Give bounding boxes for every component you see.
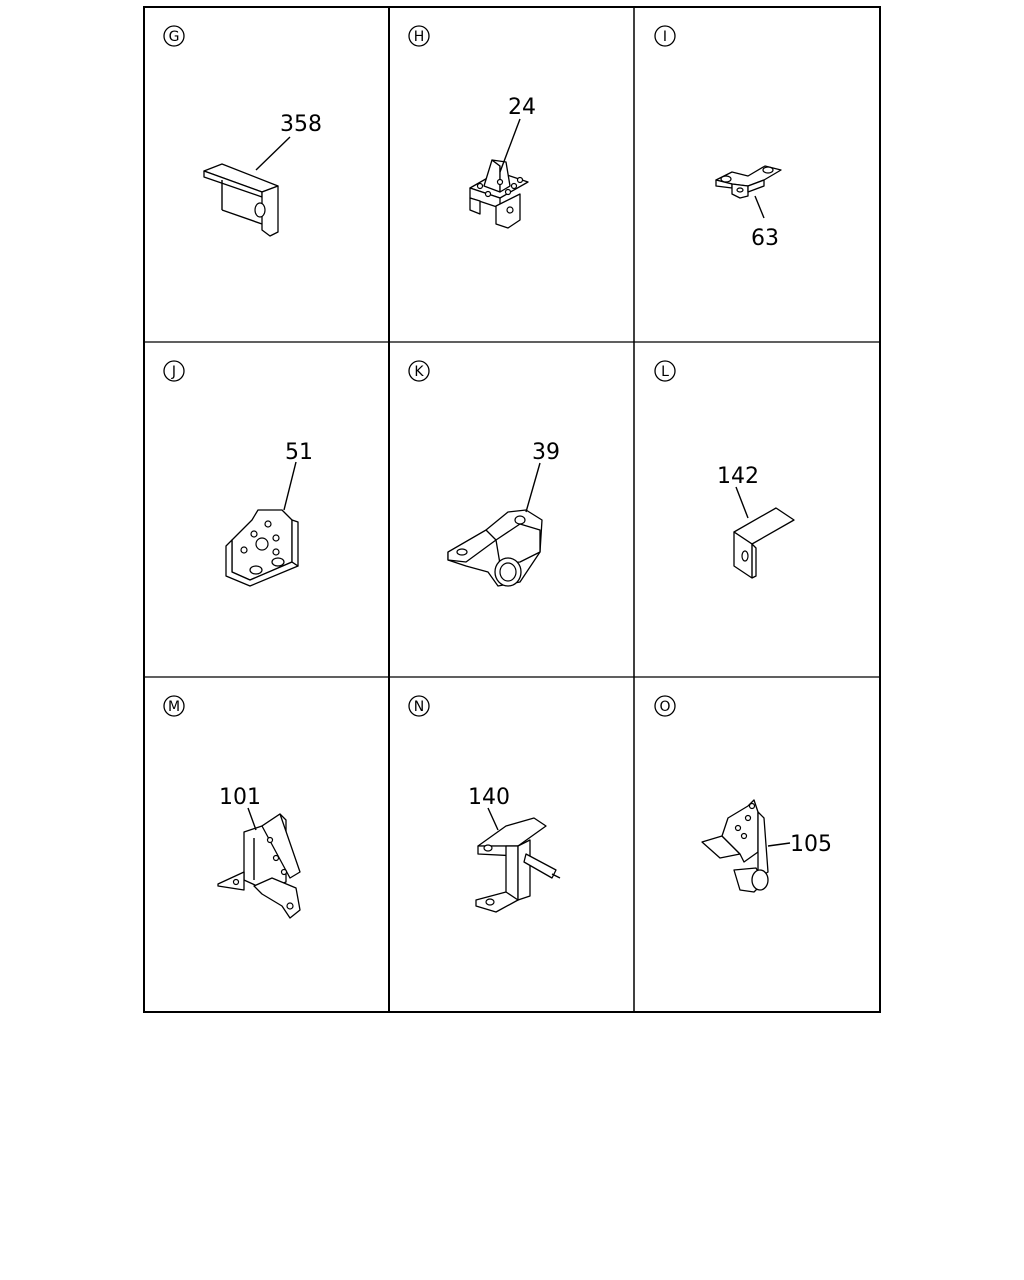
bracket-51-drawing: [225, 509, 299, 587]
panel-i: I 63: [654, 25, 782, 251]
panel-n: N 140: [408, 695, 561, 913]
panel-g: G 358: [163, 25, 322, 237]
part-number-101: 101: [219, 785, 261, 810]
leader-line-51: [283, 461, 297, 511]
panel-g-letter: G: [169, 29, 180, 45]
leader-line-39: [525, 462, 541, 513]
panel-o-letter-badge: O: [654, 695, 676, 717]
grid-frame: [143, 6, 881, 1013]
panel-h: H 24: [408, 25, 536, 229]
leader-line-101: [247, 807, 257, 831]
panel-j: J 51: [163, 360, 313, 587]
panel-k-letter-badge: K: [408, 360, 430, 382]
panel-n-letter-badge: N: [408, 695, 430, 717]
panel-h-letter: H: [414, 29, 425, 45]
panel-m-letter-badge: M: [163, 695, 185, 717]
panel-o-letter: O: [659, 699, 670, 715]
bracket-358-drawing: [203, 163, 279, 237]
panel-l-letter-badge: L: [654, 360, 676, 382]
panel-o: O 105: [654, 695, 832, 893]
part-number-105: 105: [790, 832, 832, 857]
part-number-51: 51: [285, 440, 313, 465]
panel-i-letter: I: [663, 29, 667, 45]
panel-l-letter: L: [661, 364, 669, 380]
panel-j-letter: J: [171, 364, 176, 380]
part-number-39: 39: [532, 440, 560, 465]
panel-i-letter-badge: I: [654, 25, 676, 47]
panel-n-letter: N: [414, 699, 424, 715]
part-number-358: 358: [280, 112, 322, 137]
panel-g-letter-badge: G: [163, 25, 185, 47]
panel-j-letter-badge: J: [163, 360, 185, 382]
bracket-101-drawing: [217, 813, 301, 919]
panel-l: L 142: [654, 360, 795, 579]
leader-line-358: [255, 136, 291, 171]
bracket-63-drawing: [715, 165, 782, 199]
leader-line-142: [735, 486, 749, 519]
panel-m: M 101: [163, 695, 301, 919]
leader-line-140: [487, 807, 499, 831]
part-number-142: 142: [717, 464, 759, 489]
bracket-142-drawing: [733, 507, 795, 579]
part-number-63: 63: [751, 226, 779, 251]
panel-k: K 39: [408, 360, 560, 587]
bracket-39-drawing: [447, 509, 543, 587]
part-number-140: 140: [468, 785, 510, 810]
bracket-105-drawing: [701, 799, 769, 893]
leader-line-105: [767, 842, 791, 847]
panel-h-letter-badge: H: [408, 25, 430, 47]
panel-k-letter: K: [414, 364, 424, 380]
leader-line-63: [754, 195, 765, 219]
panel-m-letter: M: [168, 699, 180, 715]
bracket-24-drawing: [469, 159, 529, 229]
bracket-140-drawing: [475, 817, 561, 913]
leader-line-24: [499, 118, 521, 173]
part-number-24: 24: [508, 95, 536, 120]
